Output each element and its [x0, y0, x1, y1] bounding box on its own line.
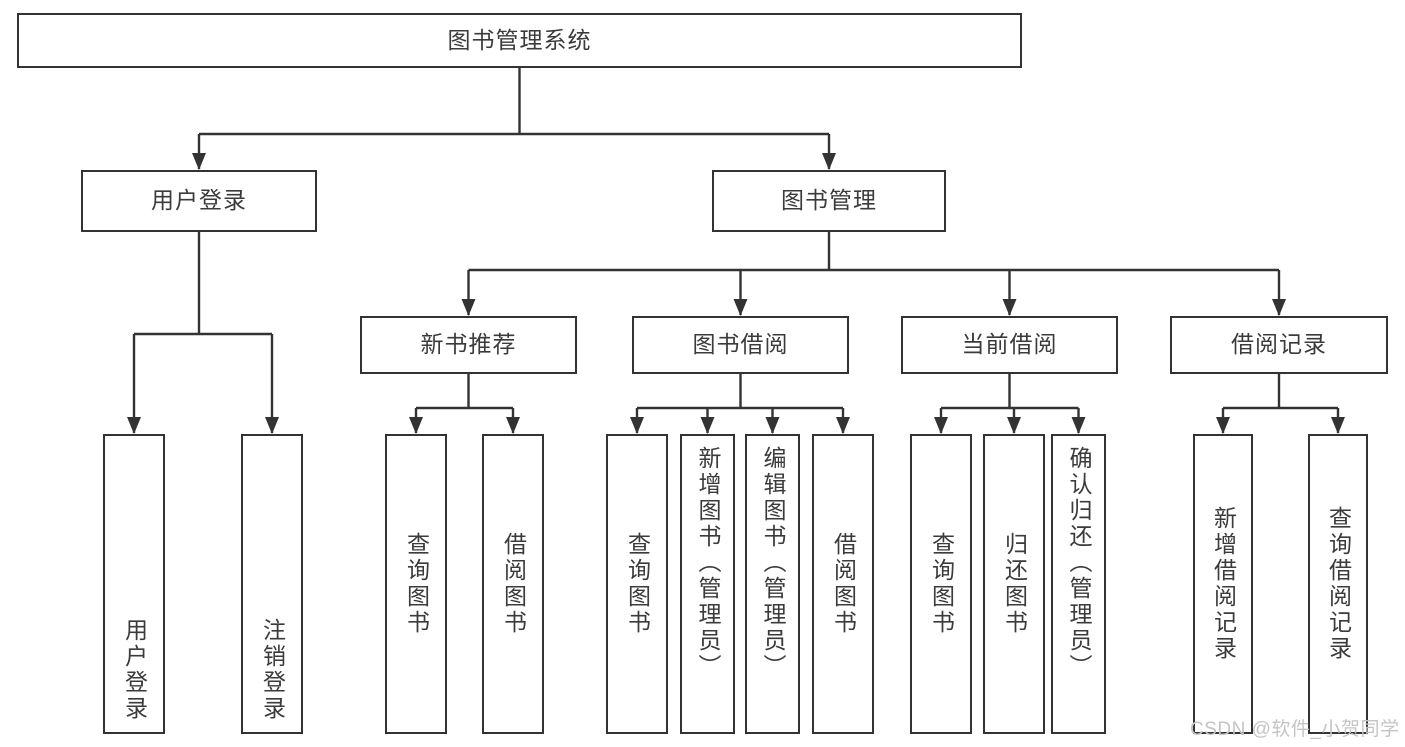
arrow-head-icon: [822, 153, 836, 170]
watermark: CSDN @软件_小贺同学: [1190, 719, 1400, 740]
node-label: 编辑图书（管理员）: [760, 446, 786, 680]
node-label: 借阅图书: [830, 532, 857, 636]
node-book-manage: 图书管理: [712, 170, 946, 232]
node-leaf-return-book: 归还图书: [983, 434, 1045, 734]
node-label: 查询图书: [624, 532, 651, 636]
arrow-head-icon: [265, 417, 279, 434]
node-leaf-query-book-2: 查询图书: [606, 434, 668, 734]
node-label: 借阅图书: [500, 532, 527, 636]
arrow-head-icon: [934, 417, 948, 434]
arrow-head-icon: [192, 153, 206, 170]
node-leaf-query-book-1: 查询图书: [385, 434, 447, 734]
node-label: 当前借阅: [961, 331, 1058, 358]
node-label: 图书借阅: [692, 331, 789, 358]
arrow-head-icon: [1007, 417, 1021, 434]
arrow-head-icon: [765, 417, 780, 434]
node-label: 借阅记录: [1231, 331, 1327, 358]
arrow-head-icon: [1002, 299, 1017, 316]
node-label: 归还图书: [1001, 532, 1028, 636]
arrow-head-icon: [1331, 417, 1345, 434]
node-leaf-user-login: 用户登录: [103, 434, 165, 734]
node-label: 查询图书: [403, 532, 430, 636]
arrow-head-icon: [733, 299, 748, 316]
node-label: 图书管理系统: [447, 26, 592, 53]
node-new-book-rec: 新书推荐: [360, 316, 577, 374]
arrow-head-icon: [127, 417, 141, 434]
node-leaf-add-record: 新增借阅记录: [1193, 434, 1253, 734]
node-label: 新书推荐: [420, 331, 517, 358]
arrow-head-icon: [630, 417, 644, 434]
arrow-head-icon: [409, 417, 423, 434]
node-user-login: 用户登录: [81, 170, 317, 232]
arrow-head-icon: [700, 417, 715, 434]
arrow-head-icon: [461, 299, 476, 316]
node-label: 确认归还（管理员）: [1066, 446, 1092, 680]
arrow-head-icon: [506, 417, 520, 434]
node-label: 新增图书（管理员）: [695, 446, 721, 680]
arrow-head-icon: [1071, 417, 1086, 434]
node-label: 新增借阅记录: [1210, 506, 1237, 662]
node-label: 用户登录: [121, 618, 148, 722]
node-label: 查询图书: [928, 532, 955, 636]
node-borrow-record: 借阅记录: [1170, 316, 1388, 374]
arrow-head-icon: [836, 417, 850, 434]
node-root: 图书管理系统: [17, 13, 1022, 68]
arrow-head-icon: [1272, 299, 1286, 316]
node-leaf-confirm-return: 确认归还（管理员）: [1051, 434, 1106, 734]
node-leaf-logout: 注销登录: [241, 434, 303, 734]
arrow-head-icon: [1216, 417, 1230, 434]
node-label: 查询借阅记录: [1325, 506, 1352, 662]
node-book-borrow: 图书借阅: [632, 316, 849, 374]
node-label: 图书管理: [781, 187, 877, 214]
node-leaf-query-record: 查询借阅记录: [1308, 434, 1368, 734]
node-leaf-add-book: 新增图书（管理员）: [680, 434, 735, 734]
node-current-borrow: 当前借阅: [901, 316, 1118, 374]
node-leaf-borrow-book-2: 借阅图书: [812, 434, 874, 734]
node-leaf-query-book-3: 查询图书: [910, 434, 972, 734]
node-label: 用户登录: [151, 187, 247, 214]
node-leaf-borrow-book-1: 借阅图书: [482, 434, 544, 734]
node-leaf-edit-book: 编辑图书（管理员）: [745, 434, 800, 734]
node-label: 注销登录: [259, 618, 286, 722]
